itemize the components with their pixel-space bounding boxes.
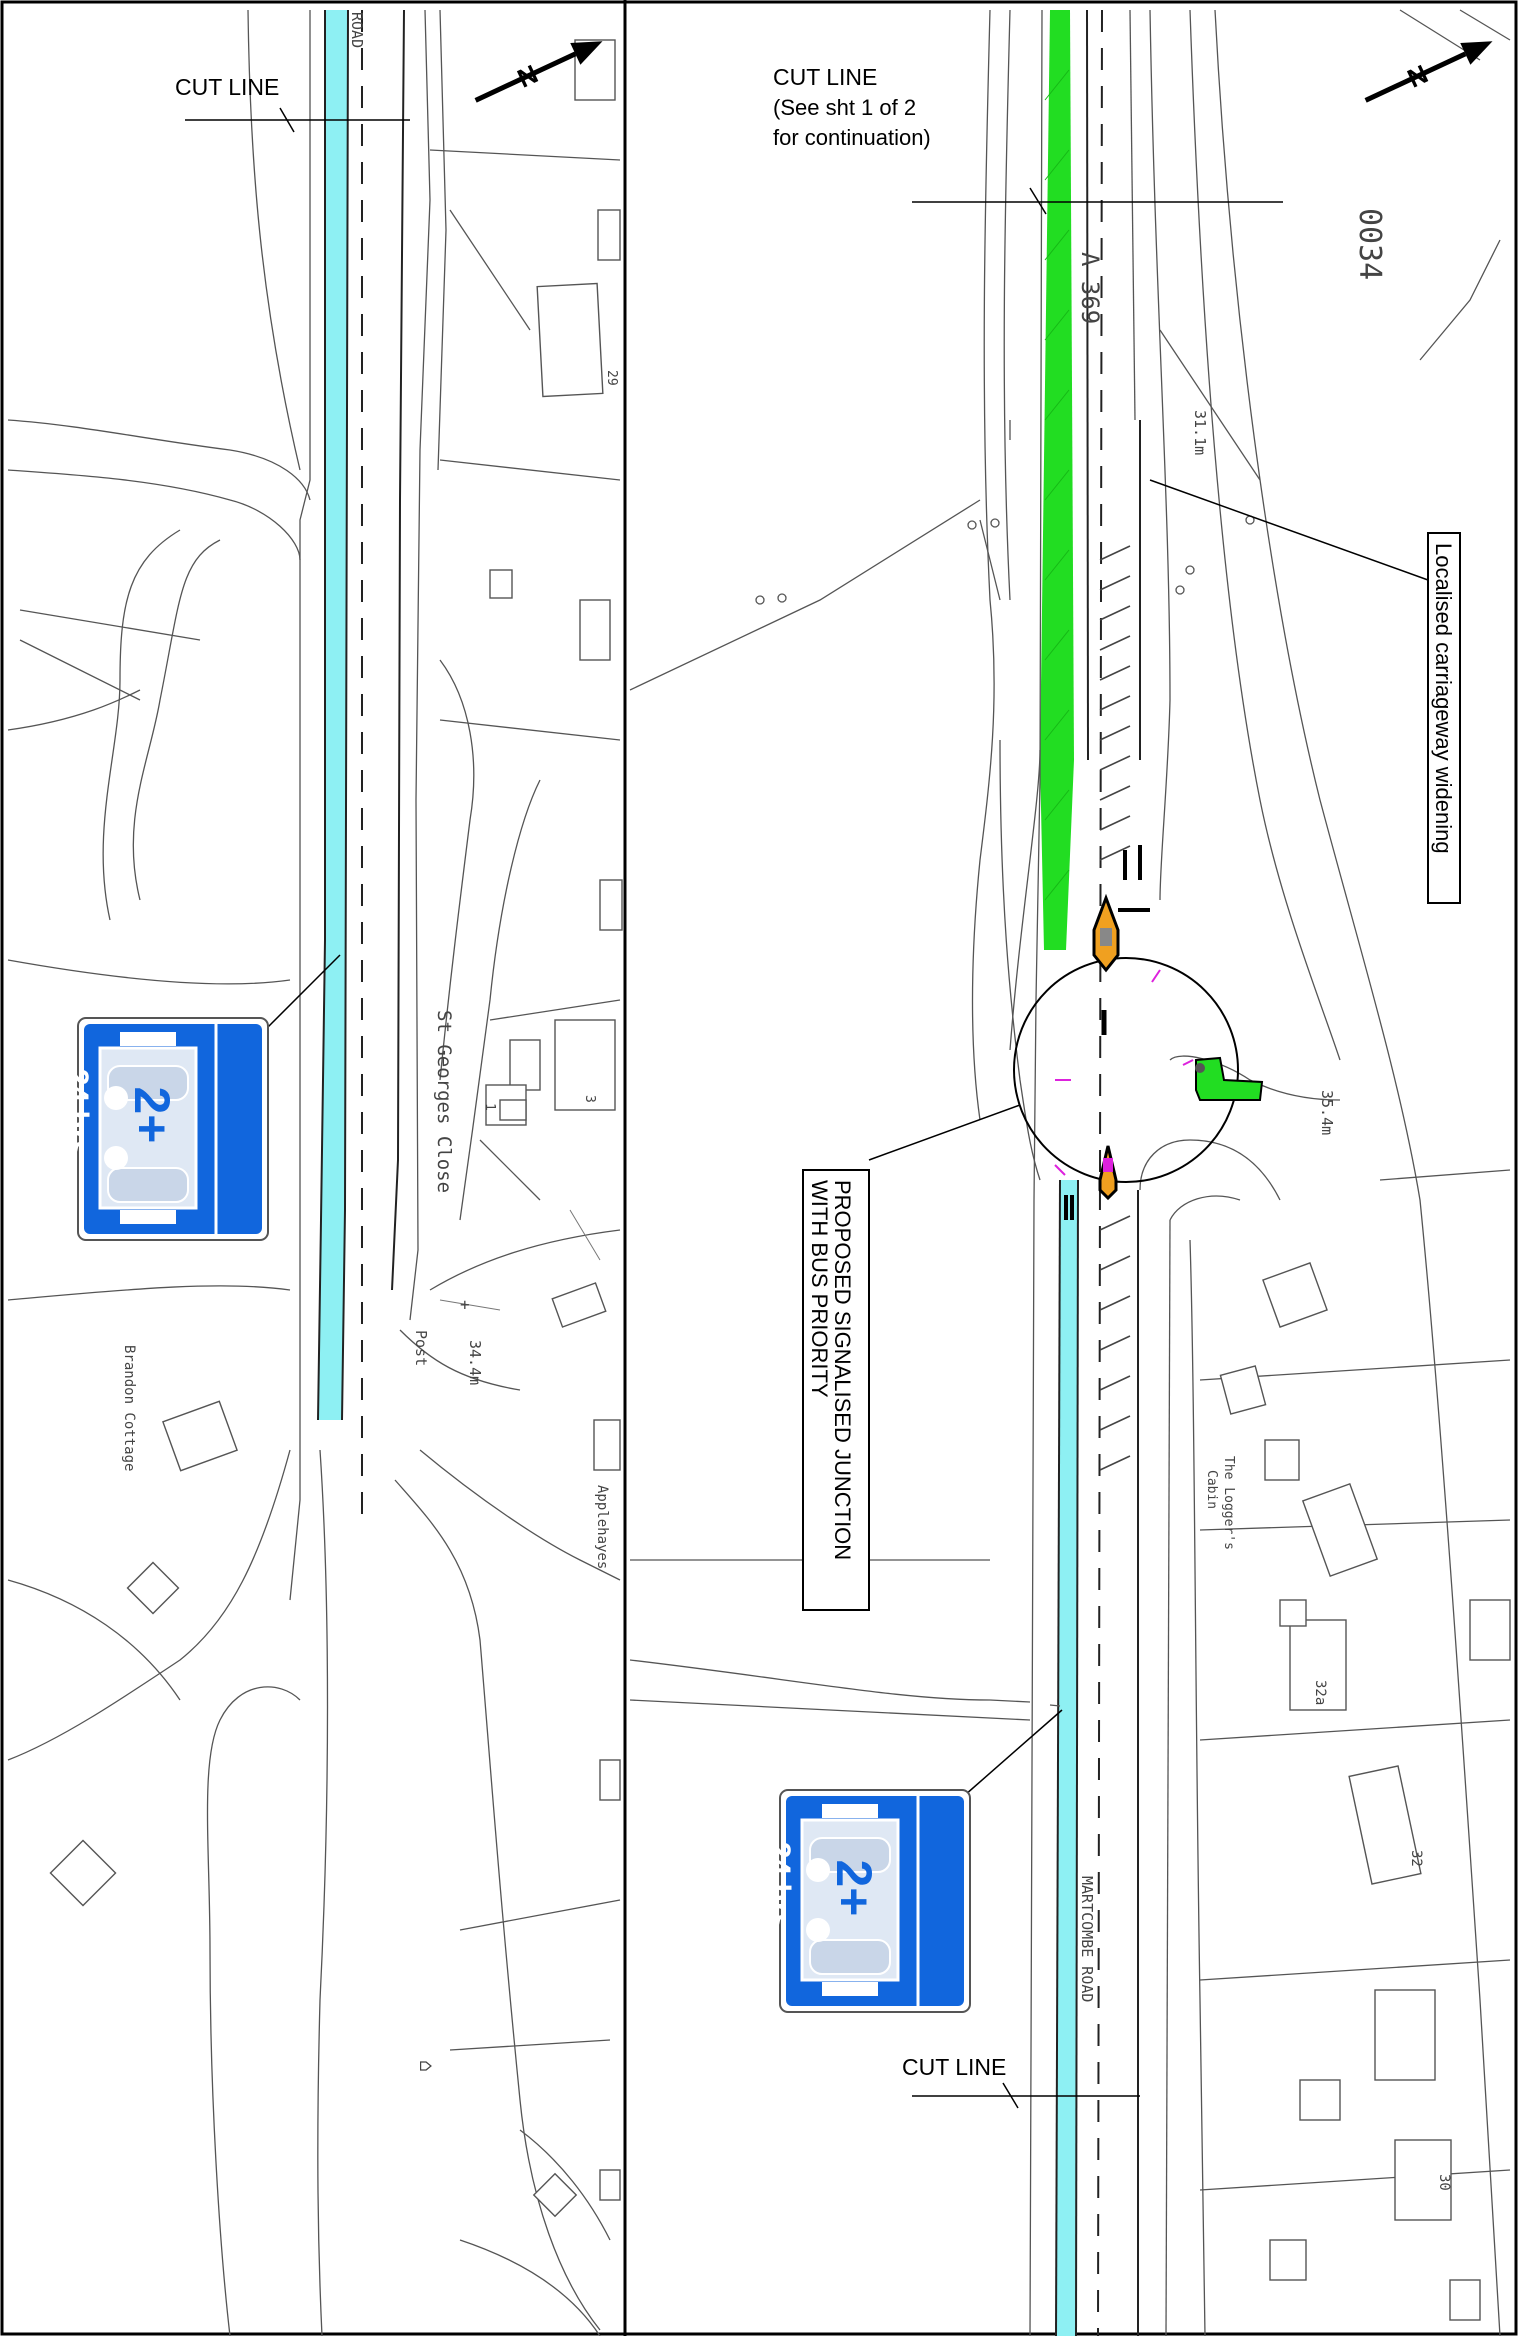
hatching-north: [1099, 545, 1131, 1471]
cut-line-label-left: CUT LINE: [175, 74, 279, 100]
svg-text:⌂: ⌂: [415, 2060, 439, 2072]
house-number-3: 3: [582, 1095, 597, 1103]
spot-height-1: 31.1m: [1191, 410, 1209, 455]
house-number-1: 1: [482, 1103, 497, 1111]
sign-text-left-hours: 24 hrs: [61, 1069, 94, 1157]
callout-junction-box: [802, 1169, 870, 1611]
house-number-30: 30: [1436, 2174, 1452, 2191]
left-panel: ⌂ ROAD St Georges Close Brandon Cottage …: [7, 9, 623, 2336]
junction-circle: [1013, 957, 1239, 1183]
parcel-number: 0034: [1352, 208, 1387, 280]
spot-height-left: 34.4m: [466, 1340, 484, 1385]
building: [536, 282, 604, 398]
callout-widening-leader: [1149, 479, 1429, 581]
road-name-right: MARTCOMBE ROAD: [1078, 1876, 1096, 2002]
widening-hatch: [1044, 69, 1070, 901]
bus-lane-left: [318, 10, 348, 1420]
sign-text-right-main: 2+: [826, 1859, 882, 1916]
callout-junction-line-1: PROPOSED SIGNALISED JUNCTION: [830, 1180, 855, 1560]
house-number-32a: 32a: [1312, 1680, 1328, 1705]
house-number-32: 32: [1408, 1850, 1424, 1867]
cut-line-top-label: CUT LINE: [773, 64, 877, 90]
junction-features: [1054, 845, 1264, 1220]
north-label-left: N: [513, 59, 543, 94]
label-brandon-cottage: Brandon Cottage: [121, 1345, 137, 1471]
label-loggers-cabin-line-2: Cabin: [1204, 1470, 1219, 1509]
label-post: Post: [412, 1330, 430, 1366]
callout-junction-leader: [868, 1104, 1021, 1161]
road-name-left: ROAD: [348, 12, 366, 48]
label-loggers-cabin-line-1: The Logger's: [1221, 1456, 1236, 1550]
cut-line-top-note-2: for continuation): [773, 125, 931, 150]
spot-height-2: 35.4m: [1318, 1090, 1336, 1135]
bus-lane-right: [1056, 1180, 1078, 2336]
north-label-right: N: [1403, 59, 1433, 94]
label-st-georges-close: St Georges Close: [433, 1010, 455, 1193]
callout-widening-box: [1427, 532, 1461, 904]
sign-text-left-main: 2+: [124, 1086, 180, 1143]
sign-leader-right: [964, 1709, 1063, 1796]
callout-widening-text: Localised carriageway widening: [1431, 543, 1456, 854]
spot-height-cross: +: [460, 1295, 470, 1314]
north-arrow-right: N: [1364, 41, 1493, 103]
callout-junction-line-2: WITH BUS PRIORITY: [807, 1180, 832, 1398]
cut-line-top-note-1: (See sht 1 of 2: [773, 95, 916, 120]
house-number-29: 29: [604, 370, 619, 386]
cut-line-bottom-label: CUT LINE: [902, 2054, 1006, 2080]
right-panel: A 369 0034 31.1m 35.4m MARTCOMBE ROAD Th…: [629, 9, 1511, 2336]
label-applehayes: Applehayes: [594, 1485, 610, 1569]
sign-text-right-hours: 24 hrs: [763, 1842, 796, 1930]
widening-strip: [1040, 10, 1074, 950]
road-number: A 369: [1076, 252, 1104, 324]
sign-leader-left: [264, 954, 341, 1031]
